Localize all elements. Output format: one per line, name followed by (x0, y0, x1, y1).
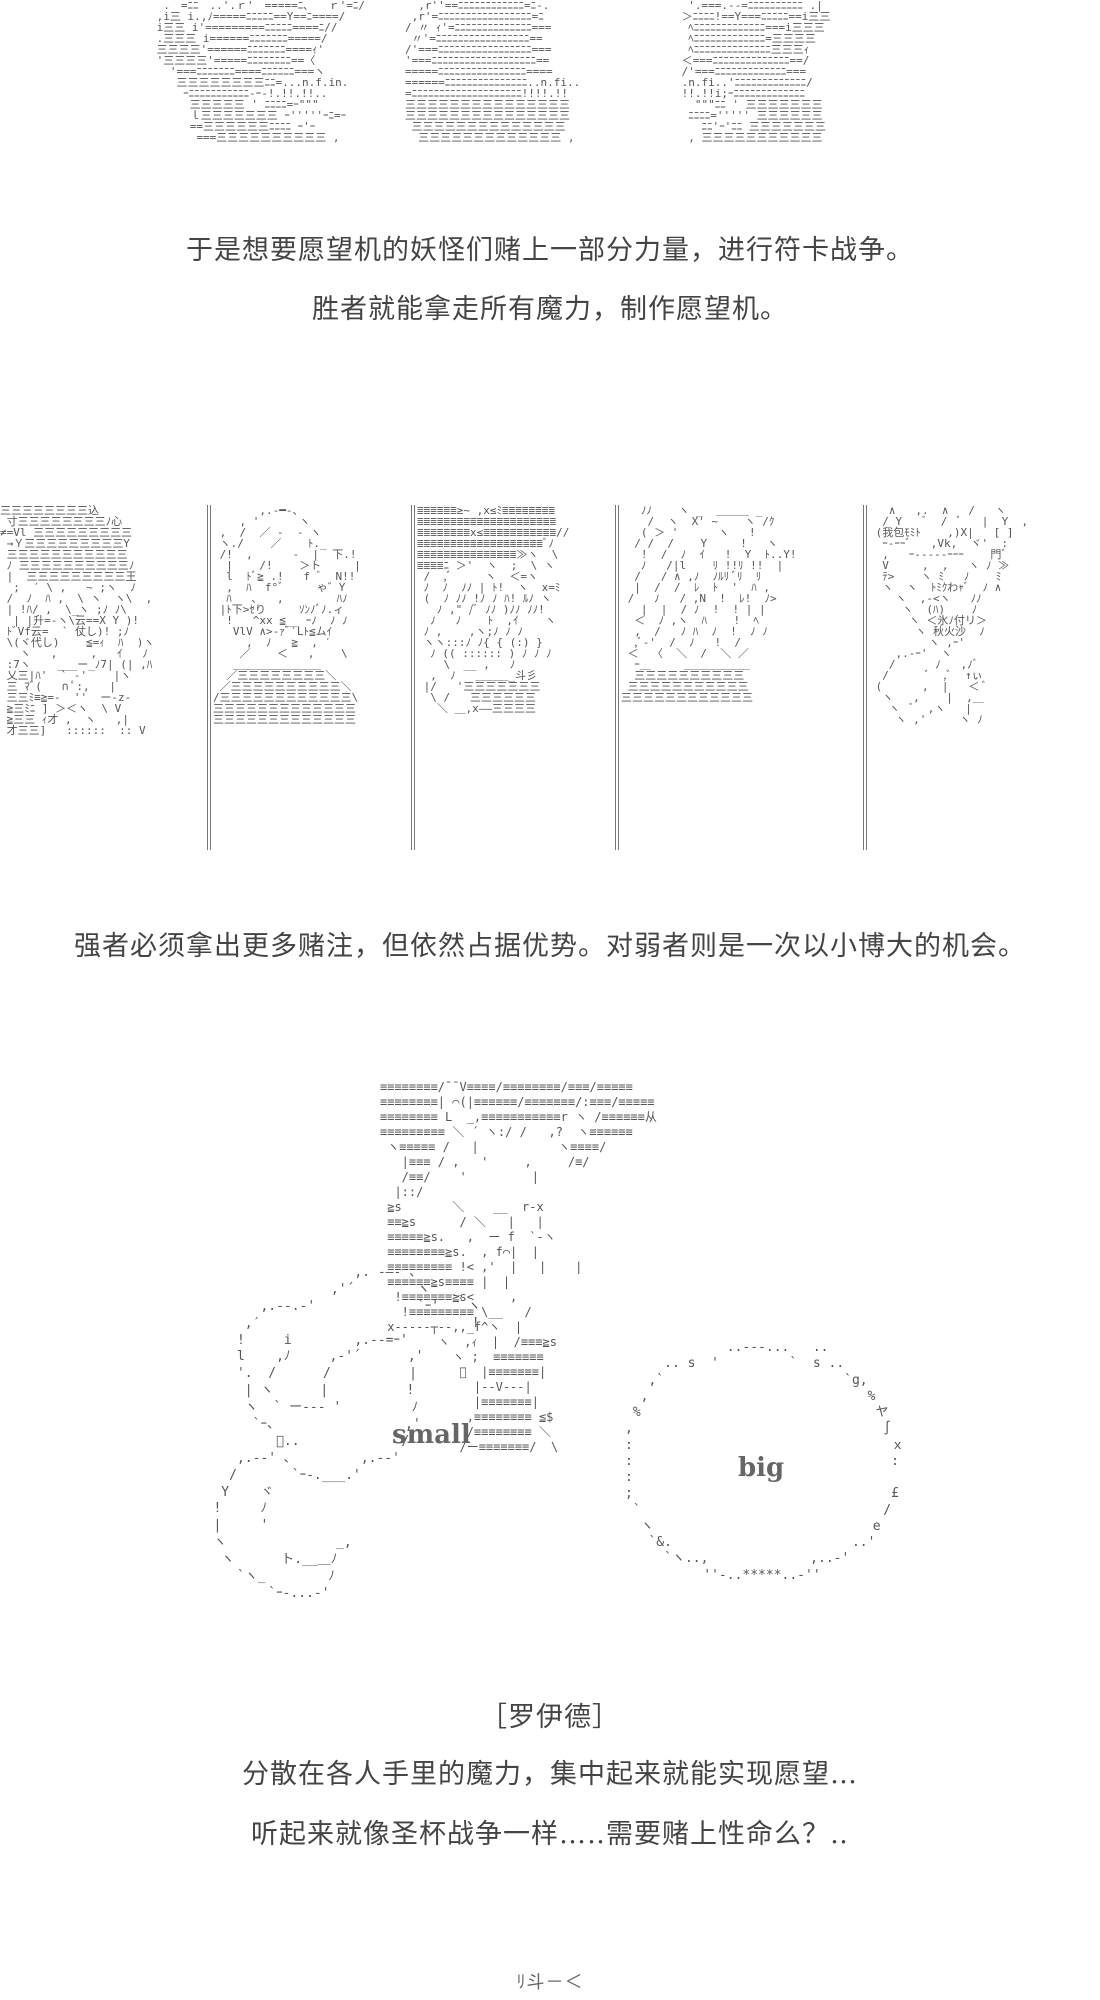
big-bubble-ascii-art: ..-‐-... .. .. s ' ` s .. ,` `g, , % % ヤ… (625, 1340, 905, 1583)
panel-divider (863, 505, 867, 850)
panel-5-ascii-art: ∧ ,. ∧ / ヽ / Y ﾞ / ﾞ | Y , (我包ﾓﾐﾄ ,)X| [… (875, 505, 1029, 726)
dialogue-line-2: 听起来就像圣杯战争一样…‥需要赌上性命么？‥ (250, 1819, 850, 1850)
panel-3-ascii-art: ≣≣≣≣≣≣≥~ ,x≤ﾐ≣≣≣≣≣≣≣≣ ≣≣≣≣≣≣≣≣≣≣≣≣≣≣≣≣≣≣… (417, 505, 570, 715)
top-ascii-art-right: '.===.--=ﾆﾆﾆﾆﾆﾆﾆﾆﾆﾆ .| ＞ﾆﾆﾆﾆ!==Y===ﾆﾆﾆﾆﾆ… (681, 0, 831, 144)
small-label: small (392, 1420, 471, 1450)
caption-line-3: 强者必须拿出更多赌注，但依然占据优势。对弱者则是一次以小博大的机会。 (74, 931, 1026, 962)
small-cloud-ascii-art: ,. -―- 、 ,'´ ヽ _ ,.--.‐' `ｰ' ｀ヽ ,′ ! ! i… (213, 1265, 481, 1601)
character-ascii-art: ≡≡≡≡≡≡≡≡/¯¯V≡≡≡≡/≡≡≡≡≡≡≡≡/≡≡≡/≡≡≡≡≡ ≡≡≡≡… (380, 1080, 657, 1454)
caption-line-2: 胜者就能拿走所有魔力，制作愿望机。 (312, 294, 788, 325)
top-ascii-art-left: .｀=ﾆﾆ｀..'.ｒ'￣=====ﾆ､ ｒ'=ﾆ/ ,i三 i.,ﾉ=====… (156, 0, 365, 144)
panel-2-ascii-art: ,.-━-、 , ' ヽ , / ／ ‐ ‐ ヽ ヽ./ ／ ﾄ._ /! , … (213, 505, 361, 726)
panel-divider (615, 505, 619, 850)
panel-1-ascii-art: 三三三三三三三三込 寸三三三三三三三三ﾉ心 ≠=Vl 三三三三三三三三三 →Ｙ三… (0, 505, 155, 737)
panel-divider (411, 505, 415, 850)
footer-text: ﾘ斗－＜ (516, 1972, 584, 1993)
big-label: big (738, 1453, 785, 1483)
top-ascii-art-middle: ,r''==ﾆﾆﾆﾆﾆﾆﾆﾆﾆﾆﾆﾆ=ﾆ-. ,r'=ﾆﾆﾆﾆﾆﾆﾆﾆﾆﾆﾆﾆﾆ… (405, 0, 581, 144)
panel-4-ascii-art: ﾉﾉ ヽ _ ＿＿＿ _ / ヽ X' ~ ヽ /ｸ ( ＞ ' ヽ ! / /… (621, 505, 797, 704)
dialogue-line-1: 分散在各人手里的魔力，集中起来就能实现愿望… (242, 1759, 858, 1790)
speaker-name: ［罗伊德］ (480, 1702, 620, 1733)
panel-divider (207, 505, 211, 850)
caption-line-1: 于是想要愿望机的妖怪们赌上一部分力量，进行符卡战争。 (186, 235, 914, 266)
